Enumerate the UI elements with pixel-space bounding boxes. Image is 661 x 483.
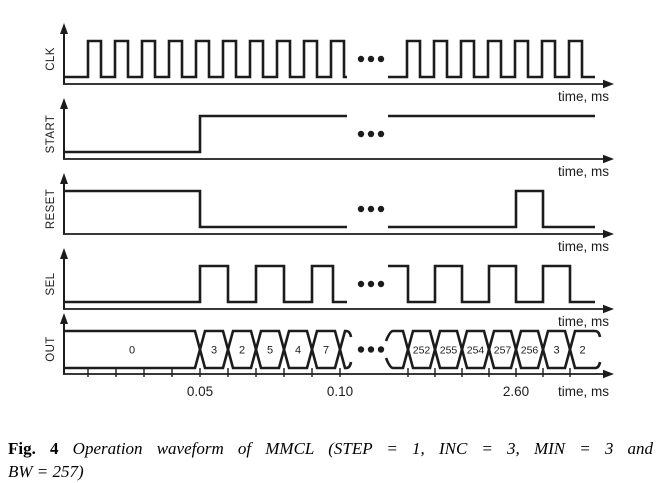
break-ellipsis-dot	[367, 55, 375, 63]
signal-label: SEL	[45, 272, 57, 295]
caption-line-1: Fig. 4 Operation waveform of MMCL (STEP …	[8, 437, 653, 460]
time-axis-label: time, ms	[558, 384, 609, 399]
break-ellipsis-dot	[367, 346, 375, 353]
bus-value: 5	[267, 345, 273, 357]
axis-tick-label: 0.05	[187, 384, 213, 399]
waveform-line	[64, 189, 347, 229]
time-axis-label: time, ms	[558, 314, 609, 329]
time-axis-label: time, ms	[558, 239, 609, 254]
time-axis-arrow-icon	[603, 154, 614, 164]
time-axis-arrow-icon	[603, 229, 614, 239]
value-axis-arrow-icon	[60, 173, 68, 184]
bus-value: 255	[440, 345, 458, 357]
bus-value: 7	[323, 345, 329, 357]
signal-label: RESET	[45, 189, 57, 229]
waveform-line	[64, 114, 347, 154]
signal-row-clk: CLK time, ms	[45, 23, 614, 104]
bus-value: 2	[579, 345, 585, 357]
waveform-line	[388, 264, 595, 304]
value-axis-arrow-icon	[60, 98, 68, 109]
waveform-line	[388, 189, 595, 229]
bus-value: 252	[413, 345, 431, 357]
waveform-line	[388, 39, 595, 79]
bus-value: 254	[467, 345, 485, 357]
time-axis-arrow-icon	[603, 369, 614, 379]
value-axis-arrow-icon	[60, 313, 68, 324]
waveform-line	[64, 264, 347, 304]
bus-value: 3	[211, 345, 217, 357]
caption-figure-label: Fig. 4	[8, 439, 59, 458]
signal-row-reset: RESET time, ms	[45, 173, 614, 254]
time-axis-label: time, ms	[558, 164, 609, 179]
break-ellipsis-dot	[357, 346, 365, 353]
value-axis-arrow-icon	[60, 23, 68, 34]
signal-label: OUT	[45, 336, 57, 361]
bus-value: 3	[553, 345, 559, 357]
break-ellipsis-dot	[357, 55, 365, 63]
bus-value: 257	[494, 345, 512, 357]
time-axis-label: time, ms	[558, 89, 609, 104]
value-axis-arrow-icon	[60, 248, 68, 259]
bus-value: 2	[239, 345, 245, 357]
break-ellipsis-dot	[357, 280, 365, 288]
break-ellipsis-dot	[377, 205, 385, 213]
time-axis-arrow-icon	[603, 304, 614, 314]
break-ellipsis-dot	[377, 280, 385, 288]
axis-tick-label: 0.10	[327, 384, 353, 399]
signal-row-sel: SEL time, ms	[45, 248, 614, 329]
bus-value: 256	[521, 345, 539, 357]
bus-outline	[384, 329, 602, 370]
break-ellipsis-dot	[367, 280, 375, 288]
time-axis-arrow-icon	[603, 79, 614, 89]
caption-text-line2: BW = 257)	[8, 462, 84, 481]
signal-label: CLK	[45, 47, 57, 71]
signal-label: START	[45, 115, 57, 154]
break-ellipsis-dot	[377, 55, 385, 63]
break-ellipsis-dot	[357, 205, 365, 213]
waveform-line	[64, 39, 347, 79]
signal-row-start: START time, ms	[45, 98, 614, 179]
break-ellipsis-dot	[377, 346, 385, 353]
bus-value: 4	[295, 345, 301, 357]
bus-value: 0	[129, 345, 135, 357]
break-ellipsis-dot	[377, 130, 385, 138]
break-ellipsis-dot	[357, 130, 365, 138]
axis-tick-label: 2.60	[503, 384, 529, 399]
bus-outline	[64, 329, 353, 370]
caption-line-2: BW = 257)	[8, 460, 653, 483]
break-ellipsis-dot	[367, 205, 375, 213]
break-ellipsis-dot	[367, 130, 375, 138]
figure-caption: Fig. 4 Operation waveform of MMCL (STEP …	[8, 437, 653, 483]
caption-text-line1: Operation waveform of MMCL (STEP = 1, IN…	[72, 439, 654, 458]
